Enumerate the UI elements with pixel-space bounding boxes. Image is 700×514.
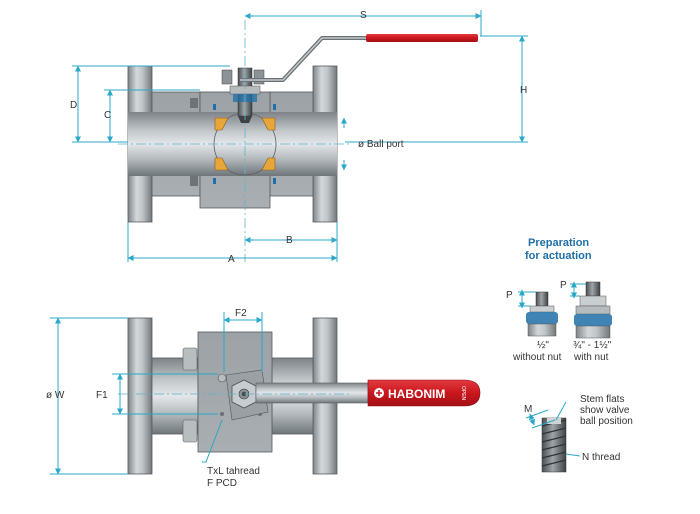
dim-a-label: A bbox=[228, 254, 235, 265]
stem-flats-line3: ball position bbox=[580, 416, 633, 427]
dim-s-label: S bbox=[360, 10, 367, 21]
dim-h-label: H bbox=[520, 85, 527, 96]
large-size-label: ¾" - 1½" bbox=[573, 340, 612, 351]
dim-w-label: ø W bbox=[46, 390, 65, 401]
p-label-small: P bbox=[506, 290, 513, 301]
preparation-panel: Preparation for actuation P ½" without n… bbox=[506, 237, 612, 363]
dim-ball-port-label: ø Ball port bbox=[358, 139, 404, 150]
handle-side bbox=[240, 34, 478, 82]
dimensions-plan: ø W F1 F2 TxL tahread F PCD bbox=[46, 308, 263, 489]
prep-title-line1: Preparation bbox=[528, 237, 589, 249]
plan-view: HABONIM OPEN bbox=[118, 317, 481, 475]
dimensions-top: S H D C ø Ball port B A bbox=[70, 10, 528, 265]
small-caption: without nut bbox=[512, 352, 562, 363]
txl-thread-label: TxL tahread bbox=[207, 466, 260, 477]
brand-logo-text: HABONIM bbox=[388, 387, 445, 401]
seat-right bbox=[261, 117, 276, 131]
dim-d-label: D bbox=[70, 100, 77, 111]
large-caption: with nut bbox=[573, 352, 609, 363]
section-view bbox=[118, 20, 478, 262]
p-label-large: P bbox=[560, 280, 567, 291]
dim-f2-label: F2 bbox=[235, 308, 247, 319]
handle-grip-side bbox=[366, 34, 478, 42]
small-size-label: ½" bbox=[537, 340, 549, 351]
stem-without-nut bbox=[518, 289, 558, 337]
f-pcd-label: F PCD bbox=[207, 478, 237, 489]
stem-with-nut bbox=[570, 281, 612, 339]
plan-left-flange bbox=[127, 317, 153, 475]
m-label: M bbox=[524, 404, 532, 415]
dim-f1-label: F1 bbox=[96, 390, 108, 401]
dim-c-label: C bbox=[104, 110, 111, 121]
prep-title-line2: for actuation bbox=[525, 250, 592, 262]
n-thread-label: N thread bbox=[582, 452, 620, 463]
stem-flats-line1: Stem flats bbox=[580, 394, 624, 405]
seat-left bbox=[214, 117, 229, 131]
dim-b-label: B bbox=[286, 235, 293, 246]
stem-flats-line2: show valve bbox=[580, 405, 630, 416]
stem-flats-detail: M Stem flats show valve ball position N … bbox=[524, 394, 633, 473]
handle-grip-plan bbox=[367, 379, 481, 407]
open-mark: OPEN bbox=[460, 386, 466, 401]
